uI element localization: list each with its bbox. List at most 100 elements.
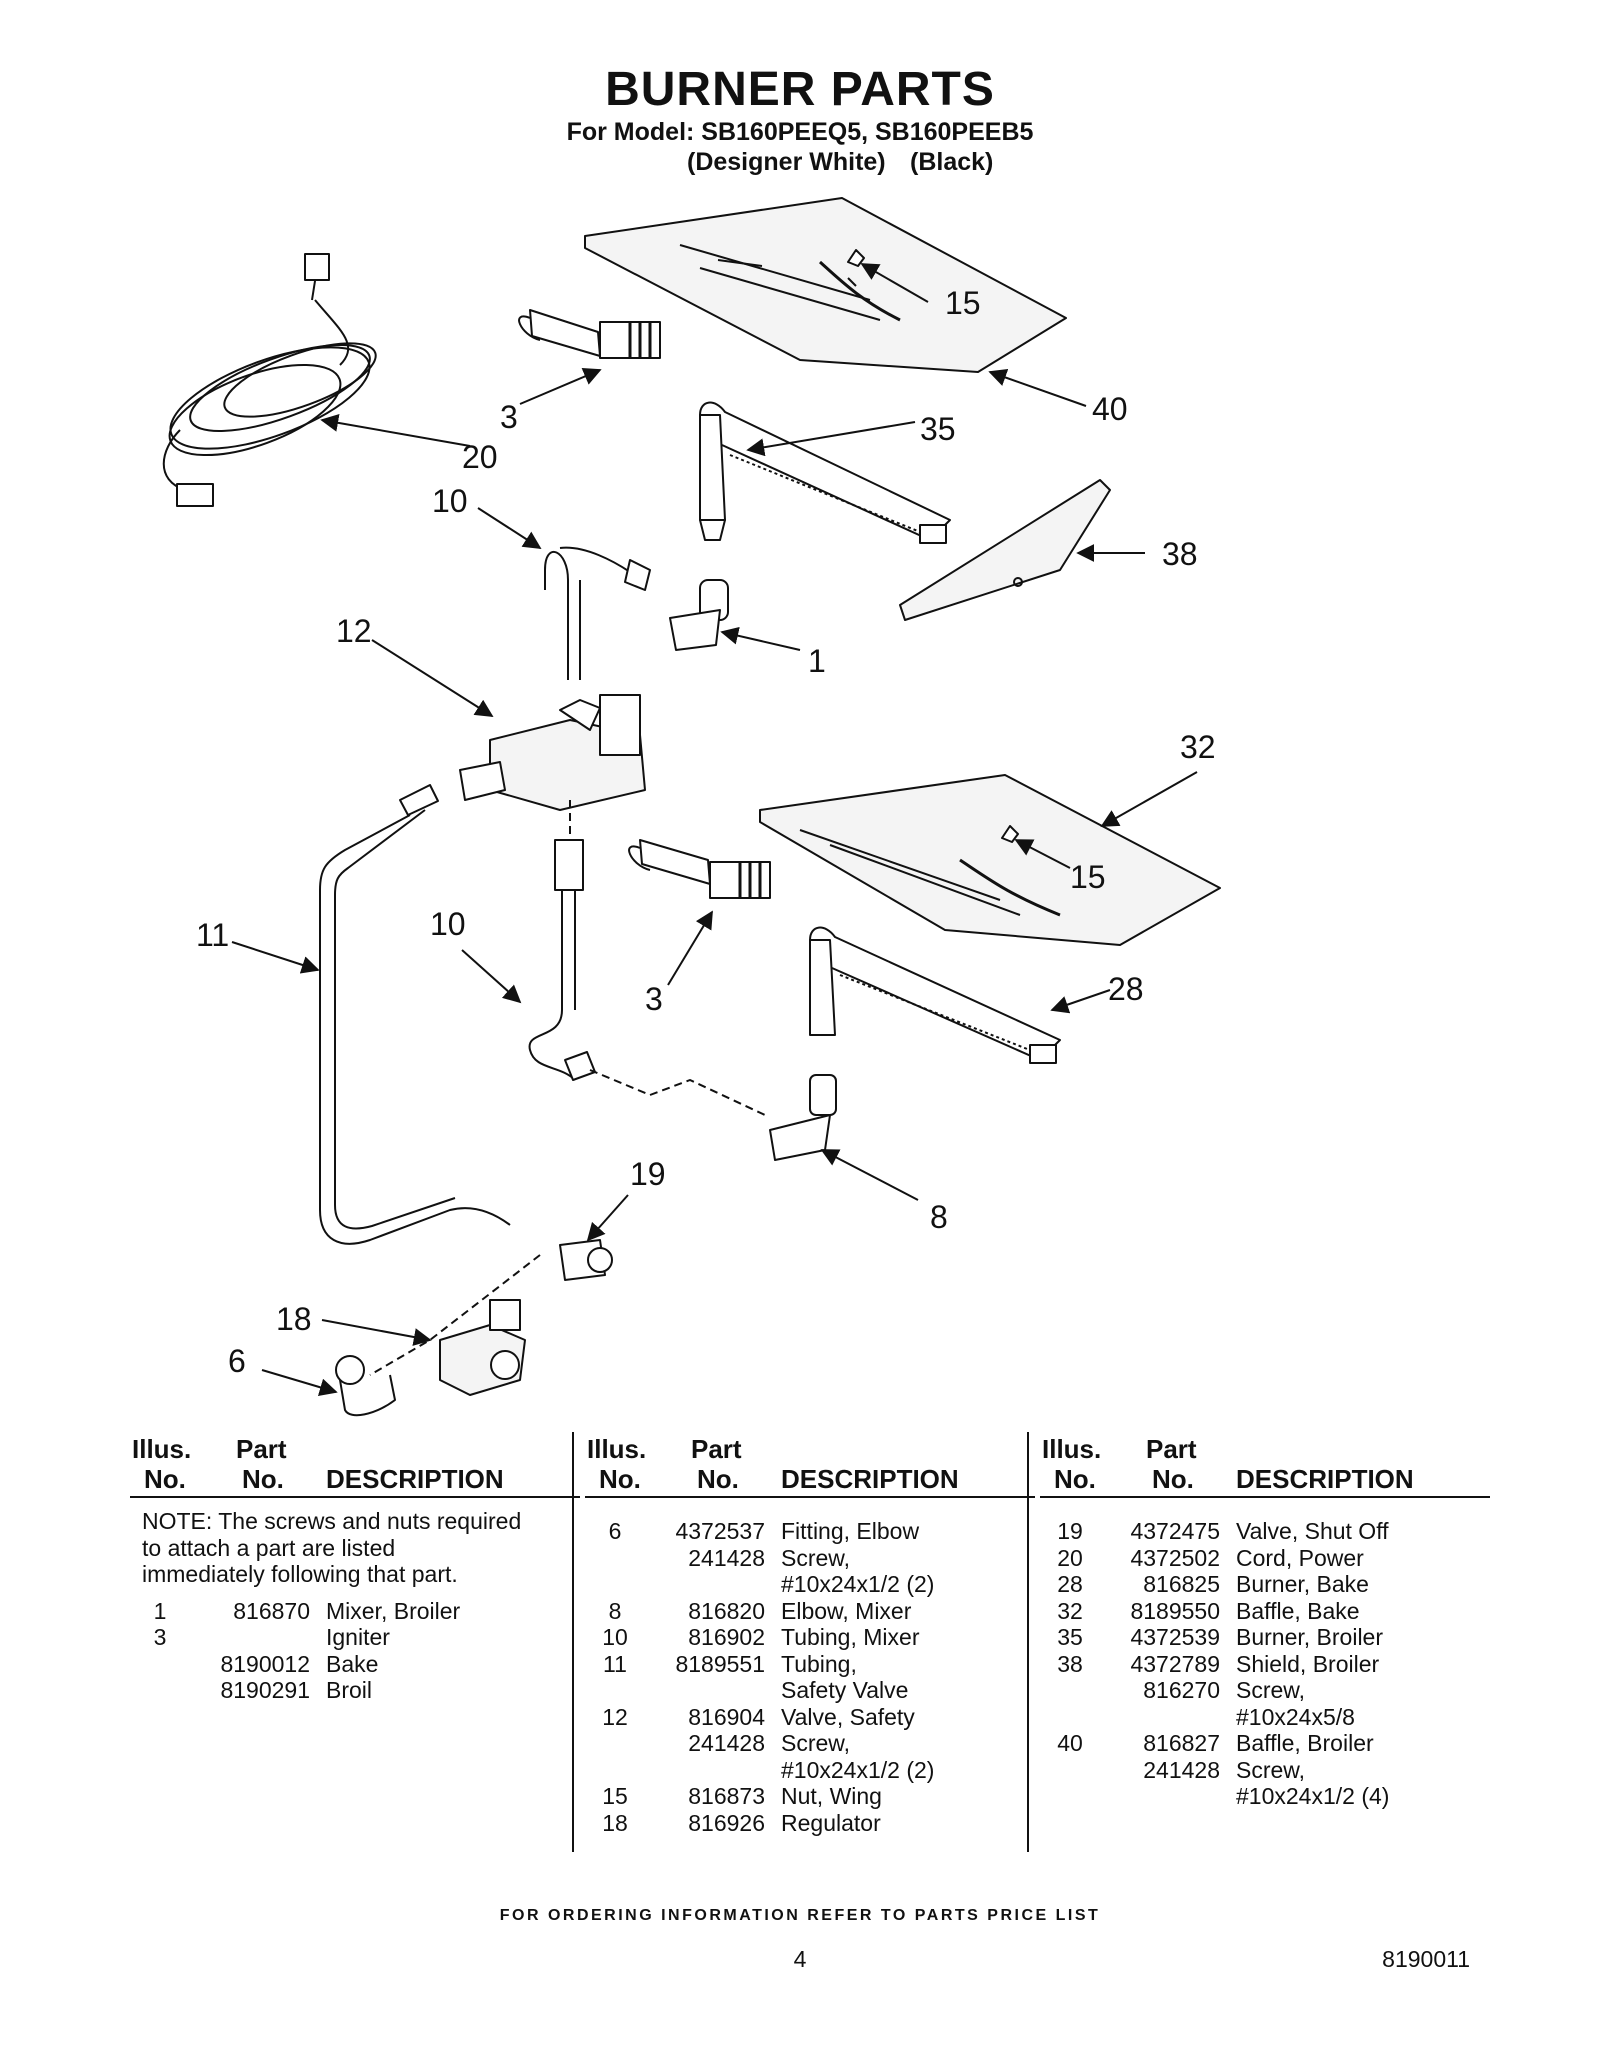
description: Valve, Safety [781, 1703, 915, 1730]
description: #10x24x5/8 [1236, 1703, 1355, 1730]
description: Safety Valve [781, 1677, 909, 1703]
table-row: #10x24x1/2 (2) [585, 1571, 1035, 1598]
variant-white: (Designer White) [687, 148, 886, 176]
part-no: 4372789 [1130, 1650, 1220, 1677]
table-row: #10x24x5/8 [1040, 1704, 1490, 1731]
column-divider [572, 1432, 574, 1852]
description: Burner, Broiler [1236, 1624, 1384, 1650]
callout-20: 20 [462, 439, 498, 475]
part-no: 241428 [1143, 1756, 1220, 1783]
table-row: 241428 Screw, [585, 1545, 1035, 1572]
illus-no: 10 [602, 1624, 628, 1650]
callout-40: 40 [1092, 391, 1128, 427]
description: Mixer, Broiler [326, 1597, 461, 1624]
igniter-lower-drawing [628, 839, 771, 899]
table-row: 20 4372502 Cord, Power [1040, 1545, 1490, 1572]
callout-38: 38 [1162, 536, 1198, 572]
description: Broil [326, 1677, 373, 1703]
mixer-elbow-drawing [769, 1074, 837, 1161]
part-no: 8189550 [1130, 1597, 1220, 1624]
column-header: Illus. No. Part No. DESCRIPTION [130, 1432, 580, 1498]
illus-no: 12 [602, 1703, 628, 1730]
callout-18: 18 [276, 1301, 312, 1337]
variant-black: (Black) [910, 148, 994, 176]
callout-19: 19 [630, 1156, 666, 1192]
ordering-info: FOR ORDERING INFORMATION REFER TO PARTS … [499, 1907, 1101, 1924]
bake-baffle-drawing [759, 774, 1221, 946]
table-row: 12 816904 Valve, Safety [585, 1704, 1035, 1731]
regulator-drawing [439, 1299, 526, 1396]
callout-8: 8 [930, 1199, 948, 1235]
illus-no: 38 [1057, 1650, 1083, 1677]
callout-3-upper: 3 [500, 399, 518, 435]
description: Screw, [781, 1544, 851, 1571]
part-no: 816820 [688, 1597, 765, 1624]
illus-no: 28 [1057, 1571, 1083, 1597]
page-header: BURNER PARTS For Model: SB160PEEQ5, SB16… [0, 62, 1600, 147]
table-row: 38 4372789 Shield, Broiler [1040, 1651, 1490, 1678]
description: Screw, [781, 1730, 851, 1756]
column-divider [1027, 1432, 1029, 1852]
model-line: For Model: SB160PEEQ5, SB160PEEB5 [566, 118, 1034, 146]
mixer-tubing-lower-drawing [528, 839, 596, 1081]
callout-1: 1 [808, 643, 826, 679]
description: Baffle, Broiler [1236, 1730, 1374, 1756]
shutoff-valve-drawing [559, 1239, 613, 1281]
description: Cord, Power [1236, 1544, 1364, 1571]
callout-12: 12 [336, 613, 372, 649]
bake-burner-drawing [809, 926, 1061, 1064]
description: Shield, Broiler [1236, 1650, 1380, 1677]
description: Tubing, [781, 1650, 857, 1677]
part-no: 4372502 [1130, 1544, 1220, 1571]
illus-no: 8 [608, 1597, 622, 1624]
description: Fitting, Elbow [781, 1518, 920, 1544]
table-row: #10x24x1/2 (2) [585, 1757, 1035, 1784]
exploded-parts-diagram: 15 40 3 20 35 10 38 12 1 32 15 11 10 3 2… [162, 197, 1221, 1417]
page-number: 4 [793, 1946, 807, 1972]
column-header: Illus. No. Part No. DESCRIPTION [1040, 1432, 1490, 1498]
table-row: Safety Valve [585, 1677, 1035, 1704]
description: Baffle, Bake [1236, 1597, 1360, 1624]
callout-10-upper: 10 [432, 483, 468, 519]
parts-column-1: Illus. No. Part No. DESCRIPTION NOTE: Th… [130, 1432, 580, 1704]
part-no: 816827 [1143, 1730, 1220, 1756]
igniter-upper-drawing [518, 309, 661, 359]
part-no: 8190291 [220, 1677, 310, 1703]
description: Elbow, Mixer [781, 1597, 912, 1624]
table-row: #10x24x1/2 (4) [1040, 1783, 1490, 1810]
elbow-fitting-drawing [335, 1355, 396, 1417]
table-row: 8190291 Broil [130, 1677, 580, 1704]
illus-no: 18 [602, 1809, 628, 1836]
part-no: 816904 [688, 1703, 765, 1730]
part-no: 4372537 [675, 1518, 765, 1544]
callout-10-lower: 10 [430, 906, 466, 942]
callout-15-lower: 15 [1070, 859, 1106, 895]
table-row: 40 816827 Baffle, Broiler [1040, 1730, 1490, 1757]
illus-no: 20 [1057, 1544, 1083, 1571]
illus-no: 35 [1057, 1624, 1083, 1650]
illus-no: 40 [1057, 1730, 1083, 1756]
table-note: NOTE: The screws and nuts required to at… [142, 1508, 522, 1587]
page-title: BURNER PARTS [605, 63, 995, 116]
callout-32: 32 [1180, 729, 1216, 765]
illus-no: 1 [153, 1597, 167, 1624]
part-no: 816873 [688, 1783, 765, 1809]
part-no: 8190012 [220, 1650, 310, 1677]
illus-no: 19 [1057, 1518, 1083, 1544]
description: #10x24x1/2 (2) [781, 1571, 935, 1597]
callout-15-upper: 15 [945, 285, 981, 321]
description: Regulator [781, 1809, 881, 1836]
part-no: 241428 [688, 1544, 765, 1571]
